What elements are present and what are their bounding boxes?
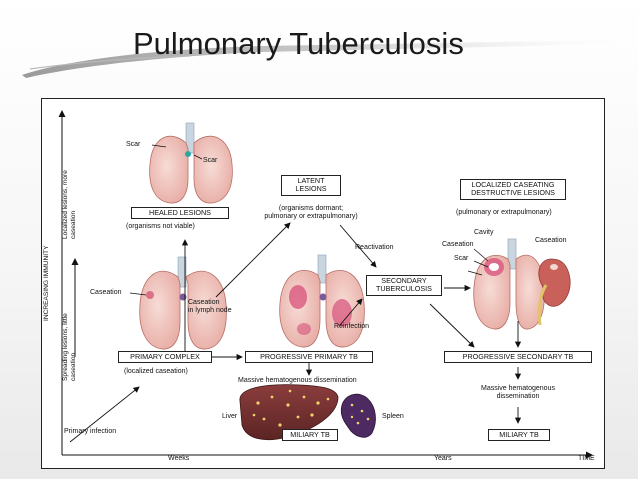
y-axis-label: INCREASING IMMUNITY (43, 245, 50, 321)
latent-sub1: (organisms dormant; (278, 205, 344, 212)
lymph-node-line1: Caseation (188, 299, 220, 306)
latent-lesions-box: LATENT LESIONS (281, 175, 341, 196)
massive-secondary-label: Massive hematogenous dissemination (456, 385, 580, 401)
scar-leader (467, 270, 483, 276)
decorative-swoosh (22, 40, 620, 78)
localized-line1: LOCALIZED CASEATING (471, 180, 555, 189)
side-label-top: Localized lesions, more caseation (62, 170, 77, 239)
miliary-tb-secondary-box: MILIARY TB (488, 429, 550, 442)
spleen-label: Spleen (382, 413, 404, 420)
latent-sub: (organisms dormant; pulmonary or extrapu… (248, 205, 374, 221)
lymph-node-line2: in lymph node (188, 306, 232, 314)
diagram-graphics (58, 110, 593, 459)
spleen-icon (340, 393, 376, 438)
healed-lung-icon (149, 122, 233, 204)
primary-complex-box: PRIMARY COMPLEX (118, 351, 212, 364)
latent-line1: LATENT (297, 176, 325, 185)
primary-sub: (localized caseation) (124, 368, 188, 375)
scar-leader (151, 144, 167, 148)
latent-sub2: pulmonary or extrapulmonary) (264, 212, 358, 220)
secondary-line1: SECONDARY (381, 276, 427, 285)
scar-leader (193, 154, 203, 160)
progressive-primary-lung-icon (279, 254, 365, 348)
localized-lesions-box: LOCALIZED CASEATING DESTRUCTIVE LESIONS (460, 179, 566, 200)
x-axis-time: TIME (578, 455, 595, 462)
reinfection-label: Reinfection (334, 323, 370, 330)
caseation-leader (129, 292, 147, 296)
healed-lesions-box: HEALED LESIONS (131, 207, 229, 220)
scar-label: Scar (203, 157, 218, 164)
reactivation-label: Reactivation (355, 244, 394, 251)
arrow-primary-to-latent (215, 222, 291, 298)
localized-caseation-label: Caseation (442, 241, 474, 248)
x-axis-years: Years (434, 455, 452, 462)
primary-lung-icon (139, 256, 227, 350)
caseation-leader (473, 260, 489, 268)
scar-label: Scar (126, 141, 141, 148)
lymph-node-label: Caseation in lymph node (188, 299, 232, 315)
massive-secondary-line1: Massive hematogenous (481, 385, 555, 392)
slide-title: Pulmonary Tuberculosis (133, 26, 464, 61)
massive-dissemination-label: Massive hematogenous dissemination (238, 377, 357, 384)
secondary-line2: TUBERCULOSIS (376, 284, 432, 294)
x-axis-weeks: Weeks (168, 455, 190, 462)
healed-sub: (organisms not viable) (126, 223, 195, 230)
cavity-leader (473, 248, 489, 262)
side-label-bottom: Spreading lesions, little caseation (62, 313, 77, 381)
massive-secondary-line2: dissemination (496, 392, 540, 400)
miliary-tb-box: MILIARY TB (282, 429, 338, 442)
cavity-lung-icon (473, 238, 545, 330)
progressive-primary-box: PROGRESSIVE PRIMARY TB (245, 351, 373, 364)
kidney-caseation-label: Caseation (535, 237, 567, 244)
progressive-secondary-box: PROGRESSIVE SECONDARY TB (444, 351, 592, 364)
localized-scar-label: Scar (454, 255, 469, 262)
primary-infection-label: Primary infection (64, 428, 117, 435)
localized-sub: (pulmonary or extrapulmonary) (456, 209, 552, 216)
arrow-reinfection (339, 298, 363, 326)
arrow-reactivation (339, 224, 377, 268)
primary-caseation-label: Caseation (90, 289, 122, 296)
tb-diagram: INCREASING IMMUNITY Weeks Years TIME Loc… (41, 98, 605, 469)
arrow-to-progressive-secondary (429, 303, 475, 348)
liver-label: Liver (222, 413, 238, 420)
localized-line2: DESTRUCTIVE LESIONS (471, 188, 555, 198)
latent-line2: LESIONS (295, 184, 327, 194)
liver-icon (239, 384, 339, 441)
cavity-label: Cavity (474, 229, 494, 236)
secondary-tb-box: SECONDARY TUBERCULOSIS (366, 275, 442, 296)
kidney-icon (537, 258, 571, 326)
arrow-infection-to-primary (69, 386, 140, 443)
